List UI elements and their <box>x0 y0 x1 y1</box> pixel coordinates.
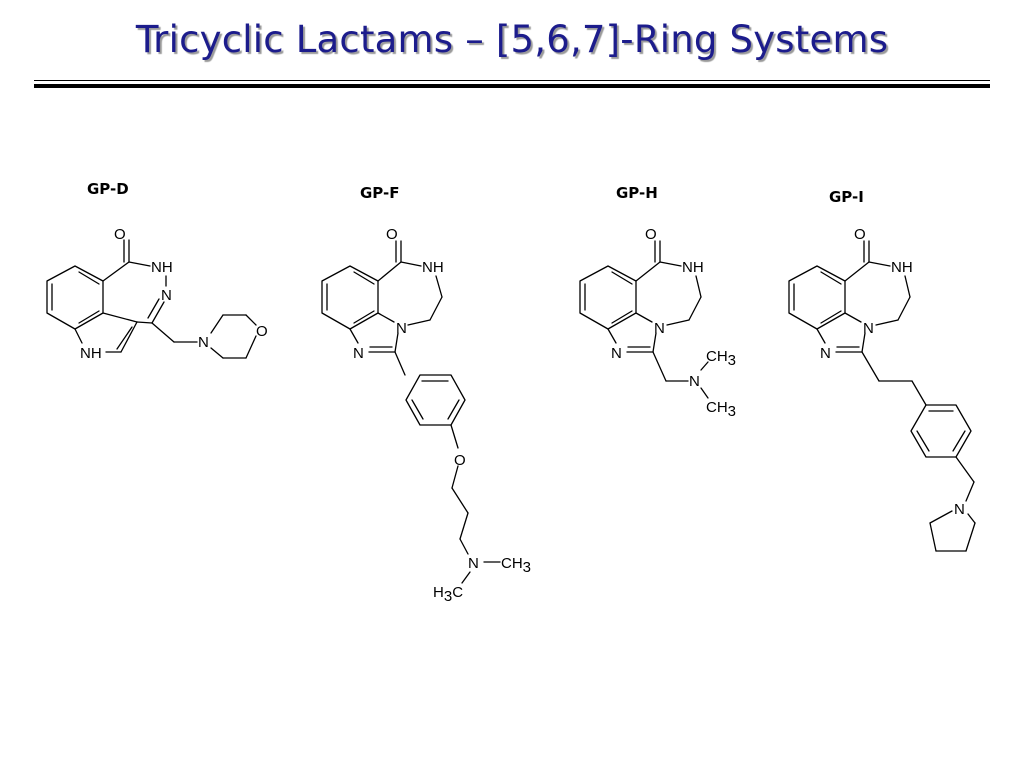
gp-h-benzene-ring <box>579 265 637 330</box>
gp-h-amine-nitrogen: N <box>689 373 700 390</box>
structure-gp-i: O NH N N N <box>788 226 976 552</box>
gp-h-imidazole-nitrogen: N <box>611 345 622 362</box>
gp-i-phenyl-ring <box>910 404 972 458</box>
gp-f-methyl-right: CH3 <box>501 555 531 576</box>
gp-h-ring-nitrogen: N <box>654 320 665 337</box>
compound-label-gp-i: GP-I <box>829 188 864 206</box>
gp-f-amine-nitrogen: N <box>468 555 479 572</box>
compound-label-gp-d: GP-D <box>87 180 129 198</box>
gp-d-morpholine-nitrogen: N <box>198 334 209 351</box>
gp-d-diazepine-nitrogen: N <box>161 287 172 304</box>
gp-i-carbonyl-oxygen: O <box>854 226 866 243</box>
gp-h-methyl-top: CH3 <box>706 348 736 369</box>
structure-gp-d: O NH N NH N O <box>46 226 268 362</box>
compound-label-gp-h: GP-H <box>616 184 658 202</box>
gp-i-imidazole-nitrogen: N <box>820 345 831 362</box>
gp-f-phenyl-ring <box>405 374 466 426</box>
gp-f-imidazole-nitrogen: N <box>353 345 364 362</box>
gp-f-ring-nitrogen: N <box>396 320 407 337</box>
structure-gp-h: O NH N N N CH3 CH3 <box>579 226 736 420</box>
gp-f-amide-nh: NH <box>422 259 444 276</box>
gp-d-benzene-ring <box>46 265 104 330</box>
gp-i-ring-nitrogen: N <box>863 320 874 337</box>
gp-i-pyrrolidine-nitrogen: N <box>954 501 965 518</box>
gp-i-benzene-ring <box>788 265 846 330</box>
gp-h-methyl-bottom: CH3 <box>706 399 736 420</box>
compound-label-gp-f: GP-F <box>360 184 400 202</box>
title-rule-thick <box>34 84 990 88</box>
gp-d-indole-nh: NH <box>80 345 102 362</box>
structure-gp-f: O NH N N O N CH3 H3C <box>321 226 531 605</box>
gp-i-amide-nh: NH <box>891 259 913 276</box>
gp-h-carbonyl-oxygen: O <box>645 226 657 243</box>
gp-d-carbonyl-oxygen: O <box>114 226 126 243</box>
gp-h-amide-nh: NH <box>682 259 704 276</box>
gp-f-ether-oxygen: O <box>454 452 466 469</box>
gp-d-amide-nh: NH <box>151 259 173 276</box>
gp-f-methyl-left: H3C <box>433 584 463 605</box>
gp-d-morpholine-oxygen: O <box>256 323 268 340</box>
title-rule-thin <box>34 80 990 81</box>
gp-f-carbonyl-oxygen: O <box>386 226 398 243</box>
slide-title: Tricyclic Lactams – [5,6,7]-Ring Systems <box>135 18 889 61</box>
gp-f-benzene-ring <box>321 265 379 330</box>
